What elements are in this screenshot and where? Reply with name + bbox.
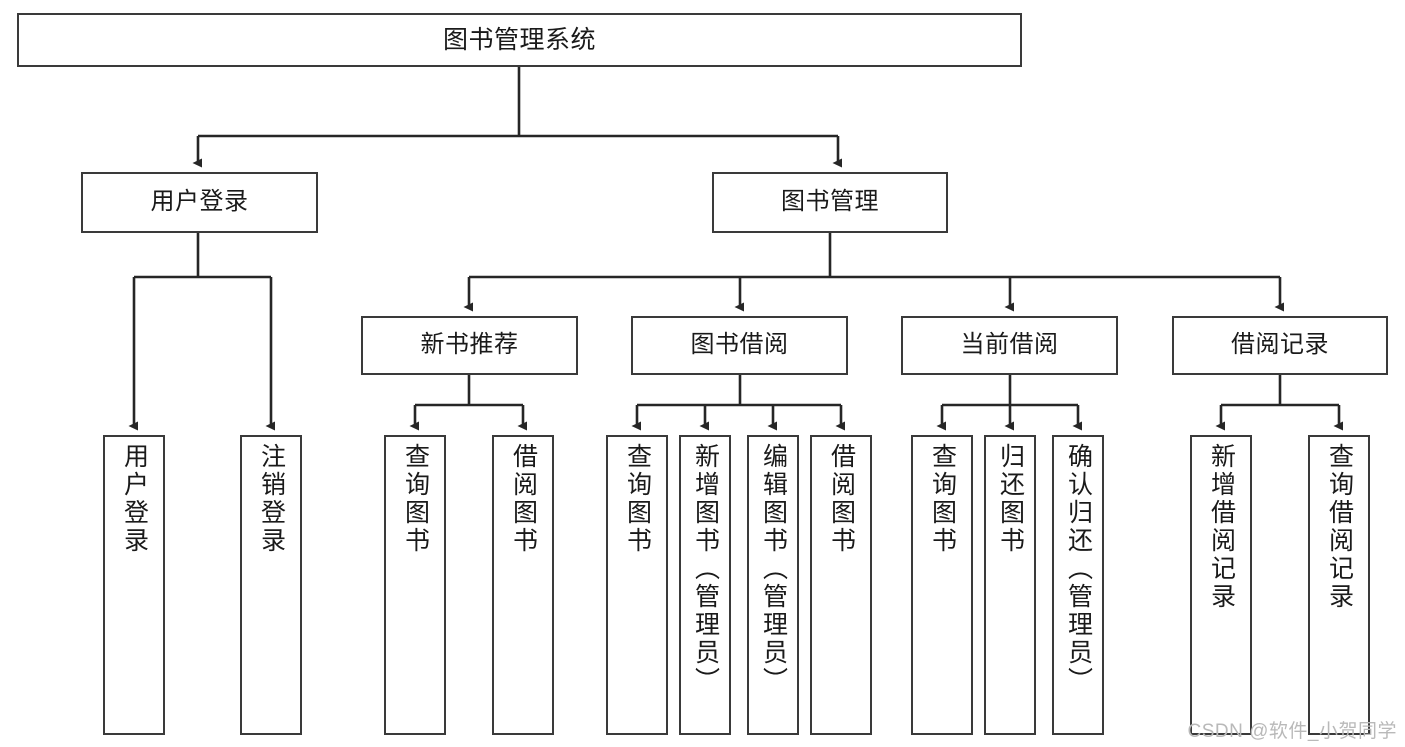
node-label: 当前借阅 [960,331,1059,359]
node-label: 借阅图书 [509,443,538,555]
node-label: 新增借阅记录 [1207,443,1236,611]
node-leaf-return-book[interactable]: 归还图书 [984,435,1036,735]
node-leaf-query-book-recommend[interactable]: 查询图书 [384,435,446,735]
node-root-system[interactable]: 图书管理系统 [17,13,1022,67]
node-new-book-recommend[interactable]: 新书推荐 [361,316,578,375]
node-leaf-borrow-book[interactable]: 借阅图书 [810,435,872,735]
node-label: 查询图书 [623,443,652,555]
node-label: 借阅图书 [827,443,856,555]
node-leaf-query-book-borrow[interactable]: 查询图书 [606,435,668,735]
node-label: 新增图书（管理员） [691,443,720,695]
node-leaf-add-book[interactable]: 新增图书（管理员） [679,435,731,735]
node-borrow-record[interactable]: 借阅记录 [1172,316,1388,375]
node-leaf-user-login[interactable]: 用户登录 [103,435,165,735]
node-leaf-borrow-book-recommend[interactable]: 借阅图书 [492,435,554,735]
node-label: 图书管理系统 [442,26,596,54]
node-label: 查询图书 [401,443,430,555]
node-label: 查询图书 [928,443,957,555]
node-book-management[interactable]: 图书管理 [712,172,948,233]
node-label: 借阅记录 [1231,331,1329,359]
node-leaf-edit-book[interactable]: 编辑图书（管理员） [747,435,799,735]
watermark-text: CSDN @软件_小贺同学 [1187,721,1397,742]
node-label: 新书推荐 [420,331,519,359]
node-label: 用户登录 [120,443,149,555]
node-label: 用户登录 [150,188,249,216]
node-current-borrow[interactable]: 当前借阅 [901,316,1118,375]
node-leaf-add-borrow-record[interactable]: 新增借阅记录 [1190,435,1252,735]
node-leaf-confirm-return[interactable]: 确认归还（管理员） [1052,435,1104,735]
node-user-login[interactable]: 用户登录 [81,172,318,233]
node-leaf-query-borrow-record[interactable]: 查询借阅记录 [1308,435,1370,735]
node-label: 确认归还（管理员） [1064,443,1093,695]
node-leaf-logout-login[interactable]: 注销登录 [240,435,302,735]
node-leaf-query-book-current[interactable]: 查询图书 [911,435,973,735]
node-label: 注销登录 [257,443,286,555]
node-label: 查询借阅记录 [1325,443,1354,611]
node-label: 编辑图书（管理员） [759,443,788,695]
node-label: 图书借阅 [690,331,789,359]
node-label: 归还图书 [996,443,1025,555]
node-book-borrow[interactable]: 图书借阅 [631,316,848,375]
node-label: 图书管理 [781,188,879,216]
